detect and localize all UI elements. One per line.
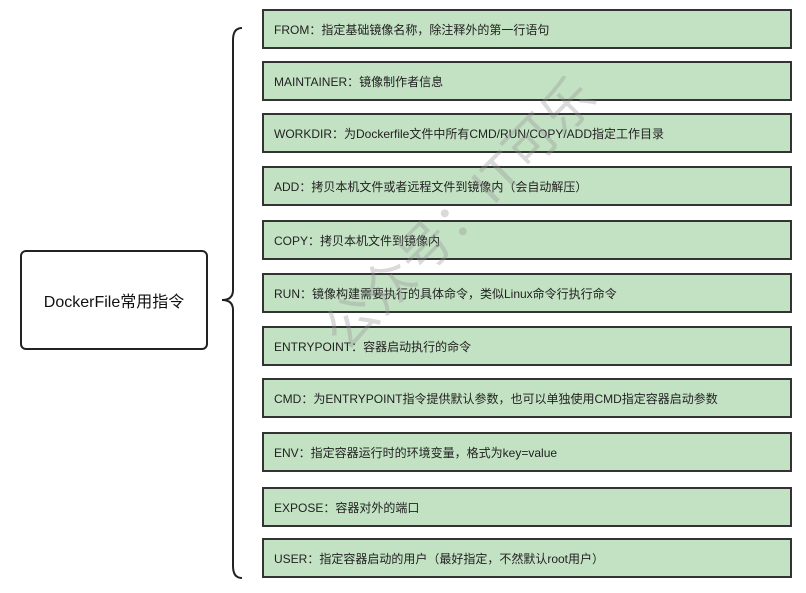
node-user[interactable]: USER：指定容器启动的用户（最好指定，不然默认root用户）: [262, 538, 792, 578]
root-node[interactable]: DockerFile常用指令: [20, 250, 208, 350]
node-label: ENTRYPOINT：容器启动执行的命令: [274, 339, 472, 354]
node-label: WORKDIR：为Dockerfile文件中所有CMD/RUN/COPY/ADD…: [274, 126, 665, 141]
node-run[interactable]: RUN：镜像构建需要执行的具体命令，类似Linux命令行执行命令: [262, 273, 792, 313]
node-label: COPY：拷贝本机文件到镜像内: [274, 233, 441, 248]
root-label: DockerFile常用指令: [43, 294, 185, 311]
node-copy[interactable]: COPY：拷贝本机文件到镜像内: [262, 220, 792, 260]
node-label: RUN：镜像构建需要执行的具体命令，类似Linux命令行执行命令: [274, 286, 617, 301]
node-label: EXPOSE：容器对外的端口: [274, 500, 420, 515]
node-label: CMD：为ENTRYPOINT指令提供默认参数，也可以单独使用CMD指定容器启动…: [274, 391, 718, 406]
node-from[interactable]: FROM：指定基础镜像名称，除注释外的第一行语句: [262, 9, 792, 49]
node-maintainer[interactable]: MAINTAINER：镜像制作者信息: [262, 61, 792, 101]
node-cmd[interactable]: CMD：为ENTRYPOINT指令提供默认参数，也可以单独使用CMD指定容器启动…: [262, 378, 792, 418]
node-expose[interactable]: EXPOSE：容器对外的端口: [262, 487, 792, 527]
node-label: ENV：指定容器运行时的环境变量，格式为key=value: [274, 445, 558, 460]
node-add[interactable]: ADD：拷贝本机文件或者远程文件到镜像内（会自动解压）: [262, 166, 792, 206]
node-entrypoint[interactable]: ENTRYPOINT：容器启动执行的命令: [262, 326, 792, 366]
node-label: ADD：拷贝本机文件或者远程文件到镜像内（会自动解压）: [274, 179, 588, 194]
node-label: USER：指定容器启动的用户（最好指定，不然默认root用户）: [274, 551, 605, 566]
node-env[interactable]: ENV：指定容器运行时的环境变量，格式为key=value: [262, 432, 792, 472]
node-label: FROM：指定基础镜像名称，除注释外的第一行语句: [274, 22, 550, 37]
node-workdir[interactable]: WORKDIR：为Dockerfile文件中所有CMD/RUN/COPY/ADD…: [262, 113, 792, 153]
node-label: MAINTAINER：镜像制作者信息: [274, 74, 444, 89]
